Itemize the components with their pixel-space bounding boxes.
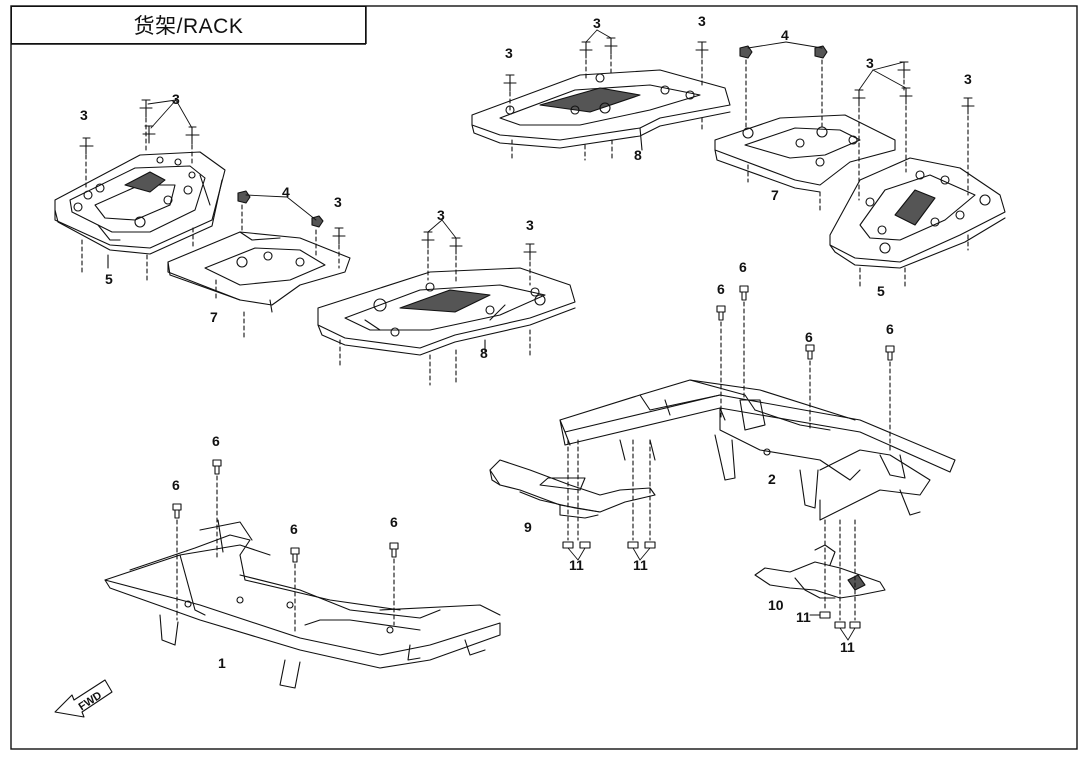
- callout-3: 3: [437, 207, 445, 223]
- callout-6: 6: [717, 281, 725, 297]
- callout-6: 6: [290, 521, 298, 537]
- rear-frame-2: [559, 379, 956, 521]
- rack-top-right-5: [829, 157, 1006, 269]
- outer-border: [10, 5, 1078, 750]
- callout-6: 6: [212, 433, 220, 449]
- callout-6: 6: [172, 477, 180, 493]
- callout-7: 7: [210, 309, 218, 325]
- callout-6: 6: [886, 321, 894, 337]
- callout-3: 3: [593, 15, 601, 31]
- front-frame-1: [104, 519, 501, 689]
- callout-labels: 3 3 5 4 3 7 3 3 8 3 3 3 8 4 3 3 7 5 6 6 …: [77, 13, 972, 713]
- clips-right-cover: [739, 45, 828, 131]
- rack-cover-right-7: [714, 114, 896, 213]
- callout-8: 8: [634, 147, 642, 163]
- callout-8: 8: [480, 345, 488, 361]
- bolts-left-rack: [79, 99, 200, 281]
- bracket-9: [489, 439, 656, 549]
- callout-3: 3: [334, 194, 342, 210]
- callout-3: 3: [172, 91, 180, 107]
- callout-10: 10: [768, 597, 784, 613]
- callout-1: 1: [218, 655, 226, 671]
- callout-4: 4: [282, 184, 290, 200]
- callout-3: 3: [698, 13, 706, 29]
- fwd-arrow-icon: [54, 679, 113, 718]
- callout-3: 3: [80, 107, 88, 123]
- callout-11: 11: [633, 557, 648, 573]
- callout-3: 3: [526, 217, 534, 233]
- leader-lines: [147, 29, 907, 641]
- rack-top-center-8: [471, 69, 731, 151]
- callout-7: 7: [771, 187, 779, 203]
- callout-3: 3: [505, 45, 513, 61]
- callout-6: 6: [739, 259, 747, 275]
- diagram-title: 货架/RACK: [11, 6, 366, 44]
- rack-cover-left-7: [167, 231, 351, 341]
- bracket-10: [754, 519, 886, 629]
- callout-9: 9: [524, 519, 532, 535]
- callout-6: 6: [390, 514, 398, 530]
- rack-cover-center-8: [317, 267, 576, 356]
- callout-11: 11: [840, 639, 855, 655]
- callout-5: 5: [877, 283, 885, 299]
- callout-11: 11: [569, 557, 584, 573]
- callout-3: 3: [964, 71, 972, 87]
- callout-5: 5: [105, 271, 113, 287]
- callout-6: 6: [805, 329, 813, 345]
- callout-11: 11: [796, 609, 811, 625]
- nuts-rear-frame: [716, 285, 895, 451]
- bolts-top-center: [503, 37, 709, 161]
- callout-2: 2: [768, 471, 776, 487]
- nuts-front-frame: [172, 459, 399, 633]
- rack-top-left-5: [54, 151, 226, 255]
- callout-3: 3: [866, 55, 874, 71]
- callout-4: 4: [781, 27, 789, 43]
